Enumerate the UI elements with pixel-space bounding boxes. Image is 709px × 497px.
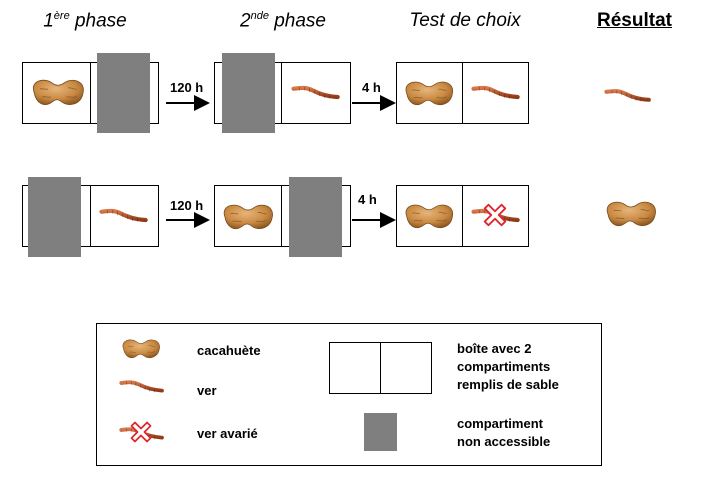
legend-box-line3: remplis de sable	[457, 377, 559, 392]
phase2-number: 2	[240, 10, 251, 32]
test-header: Test de choix	[409, 10, 521, 31]
peanut-icon	[119, 336, 163, 361]
phase2-word: phase	[274, 10, 326, 32]
box-divider	[462, 63, 463, 123]
legend-box-icon	[329, 342, 432, 394]
phase2-suffix: nde	[250, 10, 269, 22]
cross-icon	[128, 419, 154, 445]
legend-peanut-label: cacahuète	[197, 343, 261, 358]
peanut-icon	[401, 77, 457, 109]
legend-worm-label: ver	[197, 383, 217, 398]
phase2-header: 2nde phase	[228, 10, 338, 32]
legend-box-line2: compartiments	[457, 359, 551, 374]
worm-icon	[471, 81, 521, 103]
row2-arrow-a-label: 120 h	[170, 198, 204, 213]
phase1-suffix: ère	[53, 10, 70, 22]
legend-gray-icon	[364, 413, 397, 451]
box-divider	[281, 186, 282, 246]
phase1-header: 1ère phase	[30, 10, 140, 32]
box-divider	[90, 186, 91, 246]
legend-box: cacahuète ver ver avarié boîte avec 2 co…	[96, 323, 602, 466]
peanut-icon	[401, 200, 457, 232]
row2-arrow-b	[352, 212, 396, 228]
row2-test-box	[396, 185, 529, 247]
row1-test-box	[396, 62, 529, 124]
box-divider	[462, 186, 463, 246]
phase1-word: phase	[74, 10, 127, 32]
legend-box-line1: boîte avec 2	[457, 341, 532, 356]
row1-arrow-a-label: 120 h	[170, 80, 204, 95]
row1-phase1-blocked	[97, 53, 150, 133]
row1-phase2-blocked	[222, 53, 275, 133]
row1-arrow-b-label: 4 h	[362, 80, 381, 95]
cross-icon	[481, 201, 509, 229]
result-worm-icon	[604, 84, 652, 106]
row2-phase1-blocked	[28, 177, 81, 257]
result-header: Résultat	[597, 10, 672, 31]
row1-arrow-b	[352, 95, 396, 111]
worm-icon	[291, 81, 341, 103]
legend-bad-worm-label: ver avarié	[197, 426, 258, 441]
legend-gray-line1: compartiment	[457, 416, 543, 431]
row1-arrow-a	[166, 95, 210, 111]
legend-gray-line2: non accessible	[457, 434, 551, 449]
peanut-icon	[219, 200, 277, 233]
box-divider	[281, 63, 282, 123]
row2-arrow-b-label: 4 h	[358, 192, 377, 207]
worm-icon	[119, 376, 165, 396]
row2-arrow-a	[166, 212, 210, 228]
legend-box-label: boîte avec 2 compartiments remplis de sa…	[457, 340, 559, 394]
peanut-icon	[28, 75, 88, 109]
phase1-number: 1	[43, 10, 54, 32]
result-peanut-icon	[602, 197, 660, 230]
box-divider	[90, 63, 91, 123]
row2-phase2-blocked	[289, 177, 342, 257]
legend-gray-label: compartiment non accessible	[457, 415, 550, 451]
box-divider	[380, 343, 381, 393]
worm-icon	[99, 204, 149, 226]
